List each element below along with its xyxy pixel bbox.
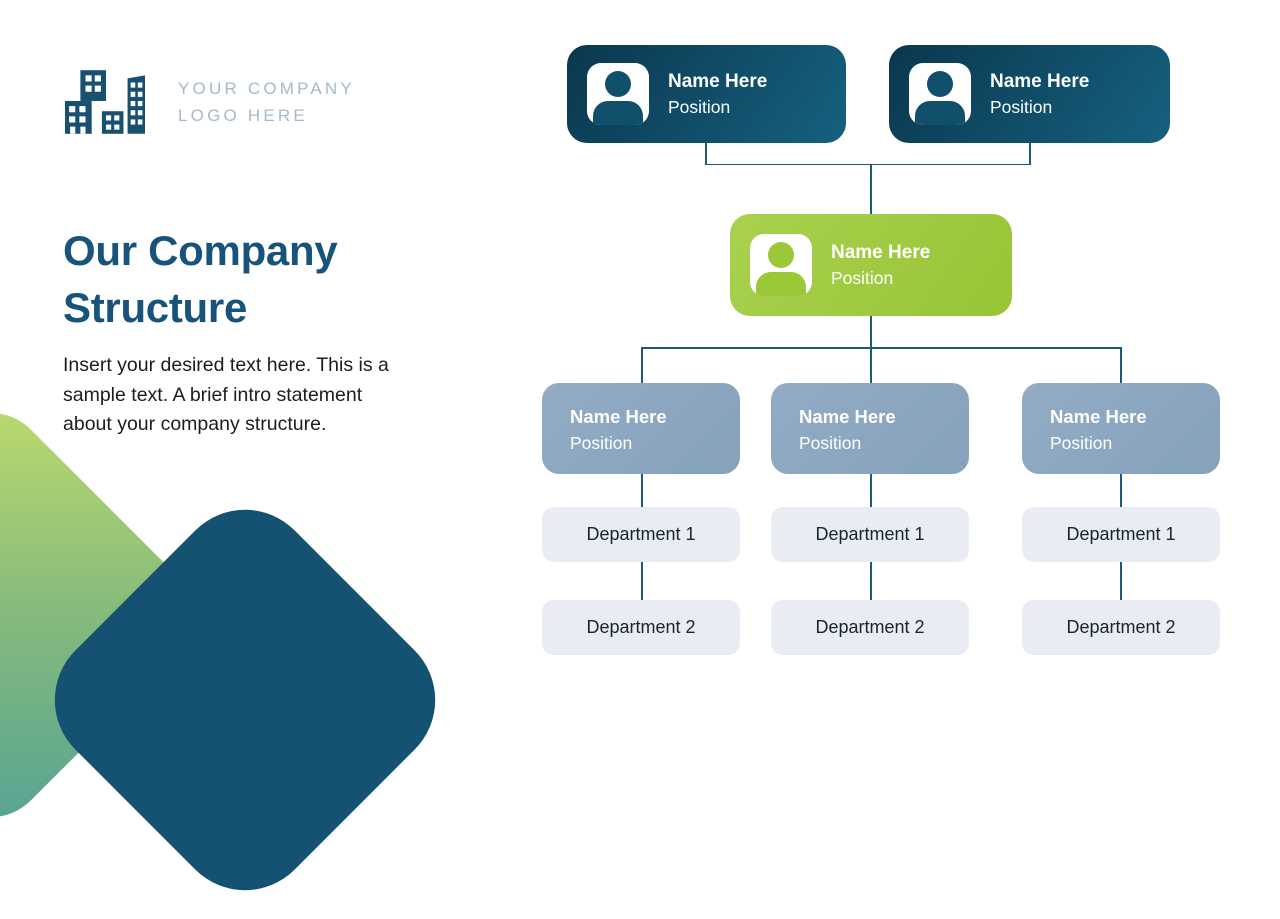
person-icon xyxy=(587,63,649,125)
logo-text-line2: LOGO HERE xyxy=(178,106,308,125)
department-box: Department 2 xyxy=(771,600,969,655)
intro-text-line2: sample text. A brief intro statement xyxy=(63,383,363,406)
connector-line xyxy=(1120,347,1122,384)
node-name: Name Here xyxy=(831,241,931,263)
org-node-executive-2: Name Here Position xyxy=(889,45,1170,143)
intro-text-line3: about your company structure. xyxy=(63,413,327,435)
page-title: Our Company Structure xyxy=(63,222,443,336)
connector-line xyxy=(870,347,872,384)
org-node-lead: Name Here Position xyxy=(730,214,1012,316)
connector-line xyxy=(641,347,643,384)
person-icon xyxy=(909,63,971,125)
org-node-manager-1: Name Here Position xyxy=(542,383,740,474)
connector-line xyxy=(705,163,1030,165)
org-chart: Name Here Position Name Here Position Na… xyxy=(542,45,1220,655)
logo-text: YOUR COMPANY LOGO HERE xyxy=(178,75,355,129)
org-node-manager-2: Name Here Position xyxy=(771,383,969,474)
department-box: Department 2 xyxy=(542,600,740,655)
person-icon xyxy=(750,234,812,296)
department-box: Department 1 xyxy=(771,507,969,562)
department-box: Department 2 xyxy=(1022,600,1220,655)
node-name: Name Here xyxy=(1050,406,1147,427)
connector-line xyxy=(1120,473,1122,508)
connector-line xyxy=(870,316,872,348)
node-name: Name Here xyxy=(570,406,667,427)
node-position: Position xyxy=(668,96,731,117)
connector-line xyxy=(641,562,643,601)
connector-line xyxy=(1029,143,1031,165)
page-title-line2: Structure xyxy=(63,284,248,331)
buildings-icon xyxy=(65,70,145,134)
connector-line xyxy=(1120,562,1122,601)
department-box: Department 1 xyxy=(542,507,740,562)
node-name: Name Here xyxy=(668,70,768,92)
company-logo: YOUR COMPANY LOGO HERE xyxy=(65,70,355,134)
intro-text: Insert your desired text here. This is a… xyxy=(63,351,483,440)
intro-text-line1: Insert your desired text here. This is a xyxy=(63,354,389,376)
connector-line xyxy=(641,347,1121,349)
connector-line xyxy=(870,562,872,601)
connector-line xyxy=(705,143,707,165)
node-position: Position xyxy=(799,433,862,453)
node-position: Position xyxy=(570,433,633,453)
logo-text-line1: YOUR COMPANY xyxy=(178,79,355,98)
org-node-manager-3: Name Here Position xyxy=(1022,383,1220,474)
node-position: Position xyxy=(990,96,1053,117)
node-position: Position xyxy=(1050,433,1113,453)
node-name: Name Here xyxy=(799,406,896,427)
org-node-executive-1: Name Here Position xyxy=(567,45,846,143)
connector-line xyxy=(870,164,872,215)
node-position: Position xyxy=(831,267,894,288)
connector-line xyxy=(870,473,872,508)
node-name: Name Here xyxy=(990,70,1090,92)
page-title-line1: Our Company xyxy=(63,227,338,274)
department-box: Department 1 xyxy=(1022,507,1220,562)
connector-line xyxy=(641,473,643,508)
